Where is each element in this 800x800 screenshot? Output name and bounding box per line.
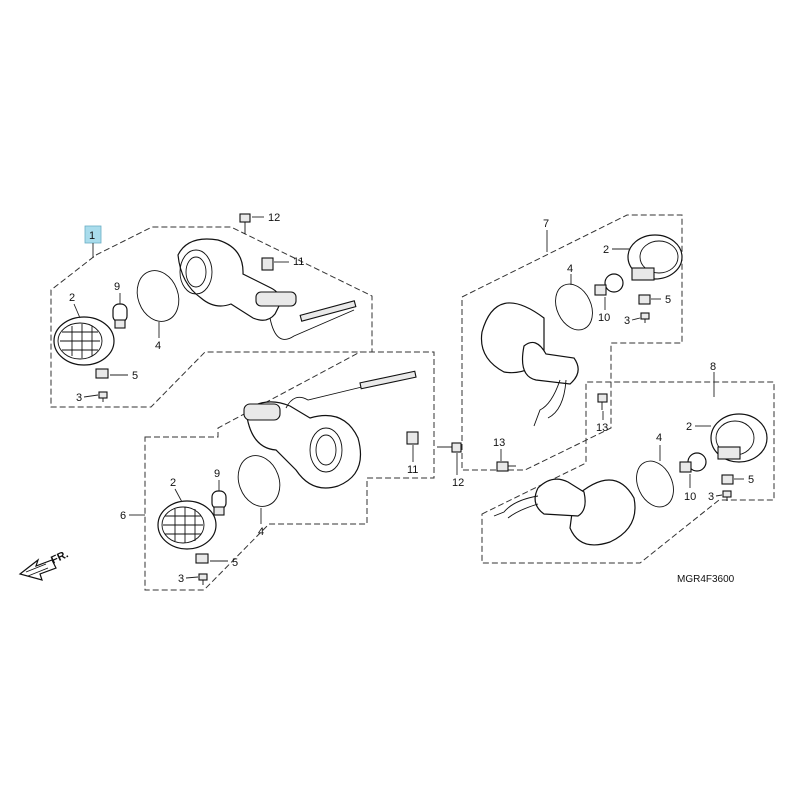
group-7-front-right-turn-signal: 7 2 10 4 5 3 xyxy=(461,214,683,471)
bushing-part xyxy=(406,431,419,445)
gasket-part xyxy=(237,455,281,507)
callout-2[interactable]: 2 xyxy=(603,244,609,256)
bulb-part xyxy=(211,490,227,516)
housing-part xyxy=(243,370,417,489)
callout-9[interactable]: 9 xyxy=(114,281,120,293)
callout-4[interactable]: 4 xyxy=(258,526,264,538)
callout-5[interactable]: 5 xyxy=(132,370,138,382)
group-6-rear-left-turn-signal: 6 2 9 4 5 3 xyxy=(120,351,464,591)
callout-4[interactable]: 4 xyxy=(567,263,573,275)
callout-12[interactable]: 12 xyxy=(268,212,280,224)
nut-part xyxy=(721,474,734,485)
callout-6[interactable]: 6 xyxy=(120,510,126,522)
callout-13[interactable]: 13 xyxy=(493,437,505,449)
callout-5[interactable]: 5 xyxy=(665,294,671,306)
bolt-part xyxy=(437,442,462,453)
bolt-part xyxy=(597,393,608,410)
bulb-part xyxy=(112,303,128,329)
callout-4[interactable]: 4 xyxy=(656,432,662,444)
housing-part xyxy=(177,238,357,340)
nut-part xyxy=(95,368,109,379)
bolt-part xyxy=(496,461,516,472)
lens-part xyxy=(157,500,217,550)
callout-2[interactable]: 2 xyxy=(170,477,176,489)
callout-12[interactable]: 12 xyxy=(452,477,464,489)
callout-10[interactable]: 10 xyxy=(684,491,696,503)
callout-5[interactable]: 5 xyxy=(232,557,238,569)
callout-10[interactable]: 10 xyxy=(598,312,610,324)
callout-9[interactable]: 9 xyxy=(214,468,220,480)
callout-8[interactable]: 8 xyxy=(710,361,716,373)
bolt-part xyxy=(239,213,251,234)
callout-7[interactable]: 7 xyxy=(543,218,549,230)
drawing-code: MGR4F3600 xyxy=(677,574,735,585)
bushing-part xyxy=(261,257,274,271)
nut-part xyxy=(195,553,209,564)
screw-part xyxy=(640,312,650,323)
front-direction-marker: FR. xyxy=(18,548,70,581)
bulb-part xyxy=(679,452,707,473)
screw-part xyxy=(722,490,732,501)
callout-3[interactable]: 3 xyxy=(178,573,184,585)
callout-3[interactable]: 3 xyxy=(624,315,630,327)
screw-part xyxy=(198,573,208,585)
gasket-part xyxy=(555,283,593,331)
callout-2[interactable]: 2 xyxy=(686,421,692,433)
lens-part xyxy=(53,316,115,366)
gasket-part xyxy=(136,270,180,322)
front-arrow-icon xyxy=(18,558,57,581)
screw-part xyxy=(98,391,108,402)
lens-part xyxy=(710,413,768,463)
housing-part xyxy=(480,302,579,427)
callout-1[interactable]: 1 xyxy=(89,230,95,242)
callout-11[interactable]: 11 xyxy=(407,464,418,476)
nut-part xyxy=(638,294,651,305)
bulb-part xyxy=(594,273,624,296)
housing-part xyxy=(493,478,636,546)
callout-4[interactable]: 4 xyxy=(155,340,161,352)
group-8-rear-right-turn-signal: 8 2 10 4 5 3 xyxy=(481,361,775,564)
callout-11[interactable]: 11 xyxy=(293,256,304,268)
callout-3[interactable]: 3 xyxy=(708,491,714,503)
callout-5[interactable]: 5 xyxy=(748,474,754,486)
group-1-front-left-turn-signal: 1 2 9 4 5 3 xyxy=(50,212,373,408)
lens-part xyxy=(627,234,683,281)
callout-13[interactable]: 13 xyxy=(596,422,608,434)
gasket-part xyxy=(636,460,674,508)
callout-2[interactable]: 2 xyxy=(69,292,75,304)
callout-3[interactable]: 3 xyxy=(76,392,82,404)
front-marker-label: FR. xyxy=(49,548,70,566)
